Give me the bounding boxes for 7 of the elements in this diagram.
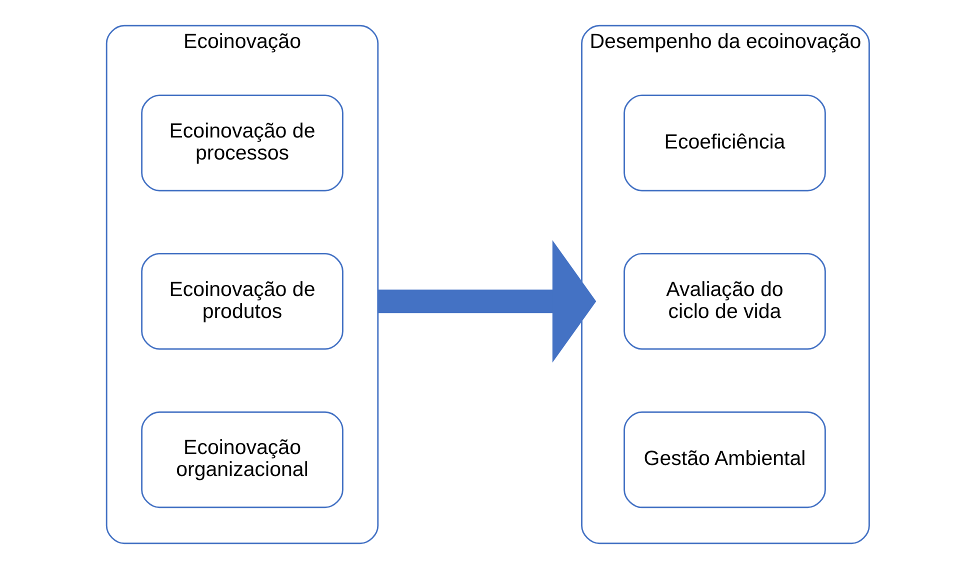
node-box: Gestão Ambiental <box>623 411 826 508</box>
node-box: Ecoinovação organizacional <box>140 411 343 508</box>
arrow <box>377 240 596 363</box>
node-box: Avaliação do ciclo de vida <box>623 252 826 350</box>
node-box: Ecoinovação de processos <box>140 94 343 192</box>
node-box: Ecoinovação de produtos <box>140 252 343 350</box>
node-box: Ecoeficiência <box>623 94 826 192</box>
